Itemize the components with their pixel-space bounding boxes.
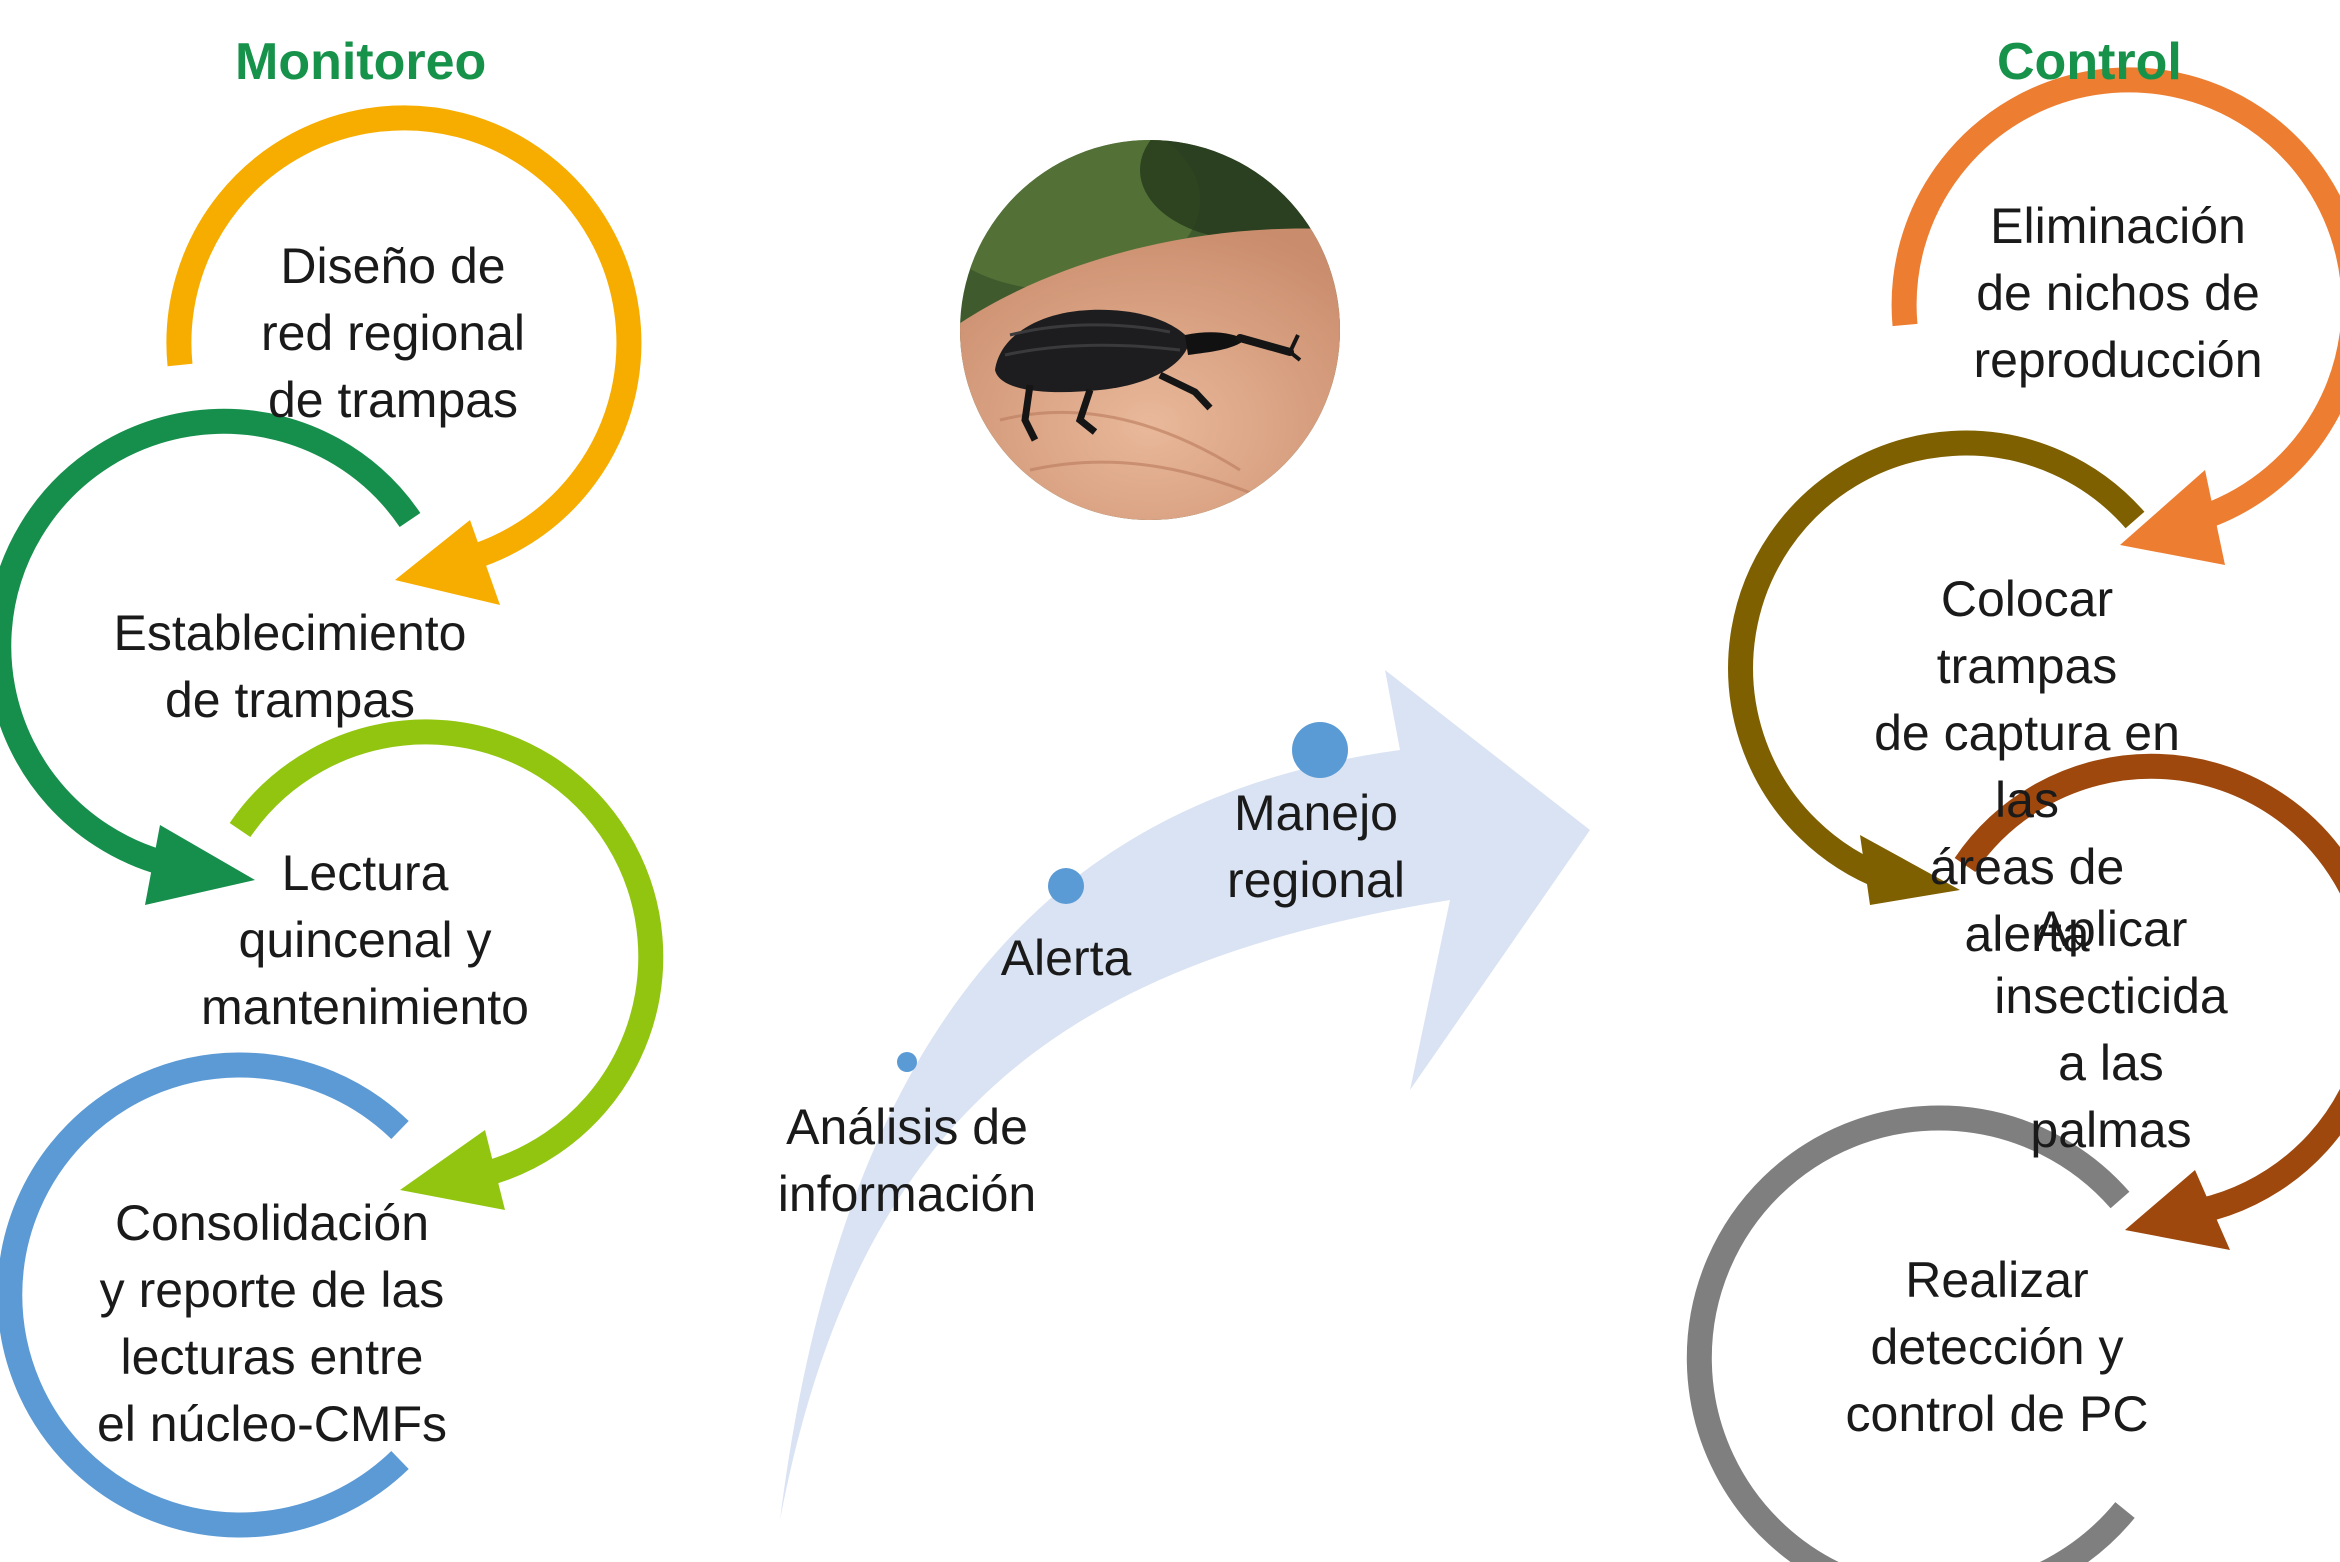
- label-line: detección y: [1870, 1319, 2124, 1375]
- label-line: de captura en las: [1874, 705, 2180, 828]
- control-cycle-arrows: [1686, 67, 2340, 1562]
- cycle-arrow-7-head: [2125, 1170, 2230, 1250]
- cycle-arrow-5-head: [2120, 470, 2225, 565]
- label-line: Consolidación: [114, 1195, 430, 1251]
- label-line: y reporte de las: [99, 1262, 445, 1318]
- label-line: insecticida: [1994, 968, 2228, 1024]
- cycle-arrow-5: [1891, 67, 2340, 532]
- label-line: red regional: [260, 305, 526, 361]
- label-line: control de PC: [1845, 1386, 2149, 1442]
- label-line: de trampas: [164, 672, 416, 728]
- cycle-arrow-2-head: [145, 825, 255, 905]
- cycle-arrow-1: [166, 105, 642, 578]
- label-line: Eliminación: [1990, 198, 2246, 254]
- monitoring-step-4-label: Consolidación y reporte de las lecturas en…: [97, 1190, 447, 1458]
- monitoring-step-3-label: Lectura quincenal y mantenimiento: [201, 840, 529, 1041]
- progression-dot-1: [897, 1052, 917, 1072]
- label-line: Manejo: [1234, 785, 1398, 841]
- progression-arrow: [780, 670, 1590, 1520]
- progression-label-2: Alerta: [1001, 925, 1132, 992]
- label-line: Alerta: [1000, 930, 1132, 986]
- label-line: lecturas entre: [120, 1329, 424, 1385]
- progression-dot-2: [1048, 868, 1084, 904]
- progression-dot-3: [1292, 722, 1348, 778]
- control-step-4-label: Realizar detección y control de PC: [1846, 1247, 2149, 1448]
- cycle-arrow-6-head: [1860, 835, 1960, 905]
- label-line: quincenal y: [238, 912, 492, 968]
- label-line: Lectura: [281, 845, 449, 901]
- progression-label-1: Análisis de información: [778, 1094, 1036, 1228]
- weevil-icon: [995, 309, 1302, 442]
- control-step-1-label: Eliminación de nichos de reproducción: [1973, 193, 2262, 394]
- label-line: información: [777, 1166, 1037, 1222]
- progression-label-3: Manejo regional: [1227, 780, 1405, 914]
- label-line: Análisis de: [786, 1099, 1028, 1155]
- cycle-arrow-2: [0, 408, 421, 883]
- monitoring-heading: Monitoreo: [235, 33, 487, 91]
- label-line: mantenimiento: [201, 979, 529, 1035]
- monitoring-step-1-label: Diseño de red regional de trampas: [261, 233, 525, 434]
- label-line: Colocar trampas: [1936, 571, 2118, 694]
- label-line: Aplicar: [2034, 901, 2188, 957]
- control-heading: Control: [1997, 33, 2182, 91]
- monitoring-cycle-arrows: [0, 105, 664, 1538]
- cycle-arrow-3-head: [400, 1130, 505, 1210]
- control-step-3-label: Aplicar insecticida a las palmas: [1994, 896, 2227, 1164]
- label-line: el núcleo-CMFs: [96, 1396, 448, 1452]
- cycle-arrow-6: [1728, 430, 2145, 892]
- label-line: áreas de alerta: [1929, 839, 2125, 962]
- label-line: Establecimiento: [113, 605, 467, 661]
- label-line: regional: [1227, 852, 1405, 908]
- label-line: Diseño de: [280, 238, 506, 294]
- cycle-arrow-7: [1954, 753, 2340, 1228]
- label-line: reproducción: [1973, 332, 2263, 388]
- label-line: de trampas: [267, 372, 519, 428]
- label-line: de nichos de: [1976, 265, 2260, 321]
- label-line: Realizar: [1905, 1252, 2089, 1308]
- cycle-arrow-1-head: [395, 520, 500, 605]
- cycle-arrow-3: [229, 719, 664, 1193]
- cycle-arrow-4: [0, 1052, 409, 1538]
- cycle-arrow-8: [1686, 1105, 2135, 1562]
- label-line: a las palmas: [2030, 1035, 2192, 1158]
- monitoring-step-2-label: Establecimiento de trampas: [114, 600, 467, 734]
- weevil-photo: [960, 140, 1340, 520]
